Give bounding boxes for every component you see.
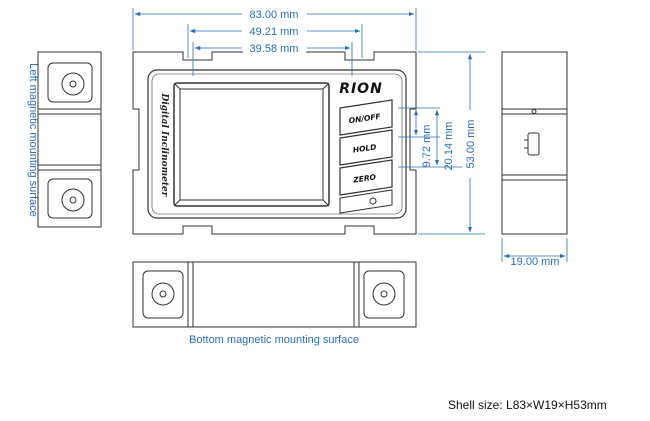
button-hold[interactable]: HOLD [339, 129, 393, 166]
lcd-screen [173, 82, 330, 207]
button-hold-label: HOLD [352, 142, 377, 154]
dim-overall-height: 53.00 mm [465, 120, 477, 169]
button-zero[interactable]: ZERO [339, 159, 393, 196]
button-on-off[interactable]: ON/OFF [339, 99, 393, 136]
left-side-view [37, 51, 102, 228]
product-name: Digital Inclinometer [159, 93, 169, 198]
right-side-view [501, 51, 568, 235]
shell-size-note: Shell size: L83×W19×H53mm [448, 398, 607, 412]
bottom-surface-caption: Bottom magnetic mounting surface [189, 334, 359, 346]
dim-bracket-width: 49.21 mm [250, 26, 299, 38]
dim-thickness: 19.00 mm [511, 256, 560, 268]
front-view: Digital Inclinometer RION ON/OFF HOLD ZE… [132, 51, 417, 235]
dim-screen-width: 39.58 mm [250, 43, 299, 55]
dim-button-block-height: 20.14 mm [443, 122, 455, 171]
usb-port-icon [527, 132, 540, 156]
dim-overall-length: 83.00 mm [250, 9, 299, 21]
status-led-icon [369, 197, 377, 205]
dimension-lines [132, 8, 568, 262]
dim-button-height: 9.72 mm [421, 125, 433, 168]
bottom-view [132, 261, 417, 328]
brand-logo: RION [339, 81, 383, 97]
indicator-slot [339, 189, 393, 214]
left-surface-caption: Left magnetic mounting surface [27, 63, 39, 216]
button-zero-label: ZERO [352, 172, 377, 184]
